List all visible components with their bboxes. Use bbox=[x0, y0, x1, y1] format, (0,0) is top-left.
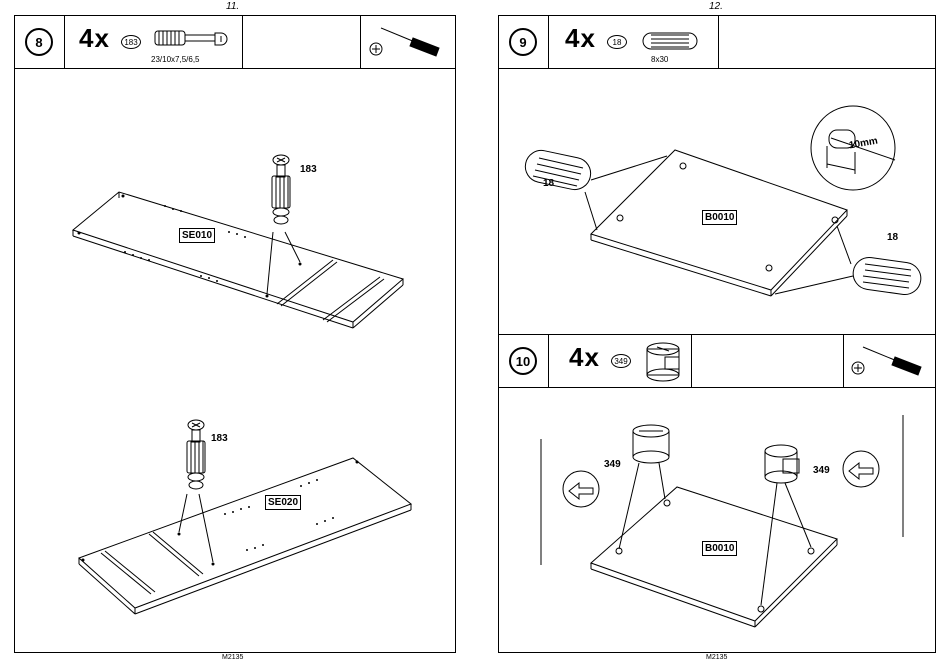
step-10-drawing bbox=[499, 387, 937, 653]
step-9-drawing bbox=[499, 68, 937, 338]
dowel-icon bbox=[641, 30, 703, 54]
screwdriver-icon bbox=[367, 22, 447, 62]
part-number-badge: 18 bbox=[607, 35, 627, 49]
part-callout-183-top: 183 bbox=[300, 164, 317, 175]
board-se010-drawing bbox=[15, 76, 455, 356]
part-number-badge: 349 bbox=[611, 354, 631, 368]
screwdriver-icon bbox=[849, 341, 929, 381]
page-number-left: 11. bbox=[226, 1, 239, 12]
dowel-callout-left: 18 bbox=[543, 178, 554, 189]
step-number-badge: 9 bbox=[509, 28, 537, 56]
quantity-label: 4x bbox=[569, 342, 600, 373]
page-number-right: 12. bbox=[709, 1, 723, 12]
step-number-badge: 8 bbox=[25, 28, 53, 56]
footer-code-left: M2135 bbox=[222, 654, 243, 661]
dowel-callout-right: 18 bbox=[887, 232, 898, 243]
part-spec: 23/10x7,5/6,5 bbox=[151, 55, 199, 64]
panel-code-se020: SE020 bbox=[265, 495, 301, 510]
cam-bolt-icon bbox=[153, 24, 233, 54]
footer-code-right: M2135 bbox=[706, 654, 727, 661]
panel-code-se010: SE010 bbox=[179, 228, 215, 243]
step-number-badge: 10 bbox=[509, 347, 537, 375]
step-10-panel: 10 4x 349 bbox=[498, 334, 936, 653]
panel-code-b0010: B0010 bbox=[702, 210, 737, 225]
cam-callout-right: 349 bbox=[813, 465, 830, 476]
part-spec: 8x30 bbox=[651, 55, 668, 64]
panel-code-b0010: B0010 bbox=[702, 541, 737, 556]
step-8-panel: 8 4x 183 23/10x7,5/6,5 bbox=[14, 15, 456, 653]
quantity-label: 4x bbox=[565, 23, 596, 54]
cam-callout-left: 349 bbox=[604, 459, 621, 470]
part-callout-183-bottom: 183 bbox=[211, 433, 228, 444]
quantity-label: 4x bbox=[79, 23, 110, 54]
part-number-badge: 183 bbox=[121, 35, 141, 49]
step-10-header: 10 4x 349 bbox=[499, 335, 935, 388]
board-se020-drawing bbox=[15, 396, 455, 626]
step-9-header: 9 4x 18 8x30 bbox=[499, 16, 935, 69]
cam-lock-icon bbox=[641, 339, 687, 383]
step-8-header: 8 4x 183 23/10x7,5/6,5 bbox=[15, 16, 455, 69]
